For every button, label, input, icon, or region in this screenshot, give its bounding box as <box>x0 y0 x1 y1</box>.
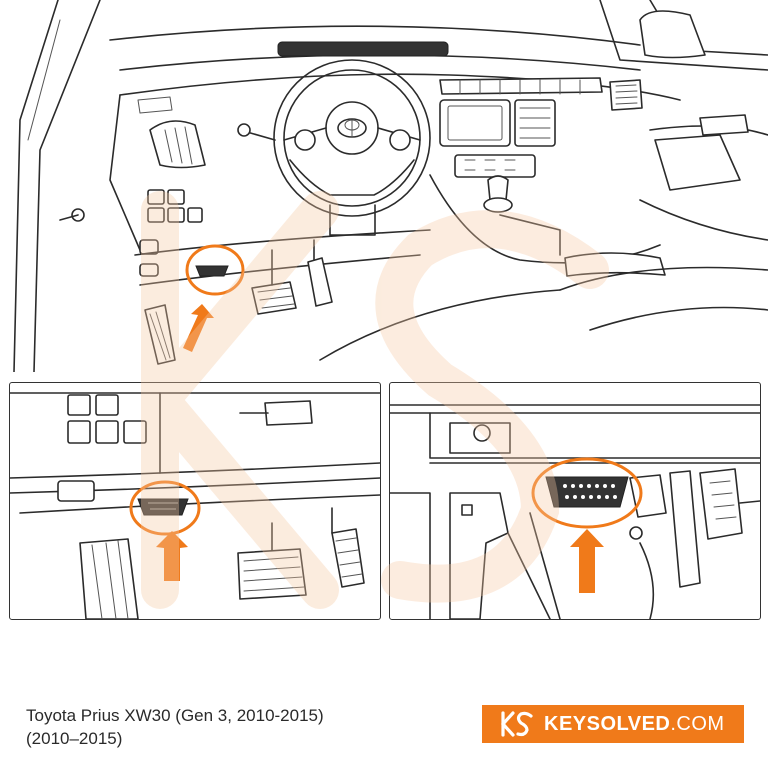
arrow-up-icon <box>570 529 604 593</box>
obd-port-icon <box>137 498 189 516</box>
keysolved-brand-badge: KEYSOLVED.COM <box>482 705 744 743</box>
obd-detail-right-panel <box>389 382 761 620</box>
brand-name: KEYSOLVED <box>544 712 671 735</box>
obd-highlight-ring <box>129 480 201 536</box>
toyota-logo-icon <box>337 118 367 138</box>
ks-logo-icon <box>501 711 533 737</box>
vehicle-caption: Toyota Prius XW30 (Gen 3, 2010-2015) (20… <box>26 704 446 750</box>
arrow-up-icon <box>156 531 188 581</box>
arrow-up-icon <box>183 304 214 352</box>
obd-highlight-ring <box>185 244 245 296</box>
caption-line-1: Toyota Prius XW30 (Gen 3, 2010-2015) <box>26 706 324 725</box>
dashboard-overview-illustration <box>0 0 768 372</box>
obd-highlight-ring <box>531 457 643 529</box>
brand-domain: .COM <box>670 712 725 735</box>
obd-port-icon <box>195 265 229 277</box>
obd-detail-left-panel <box>9 382 381 620</box>
obd-port-icon <box>545 476 629 508</box>
caption-line-2: (2010–2015) <box>26 729 123 748</box>
